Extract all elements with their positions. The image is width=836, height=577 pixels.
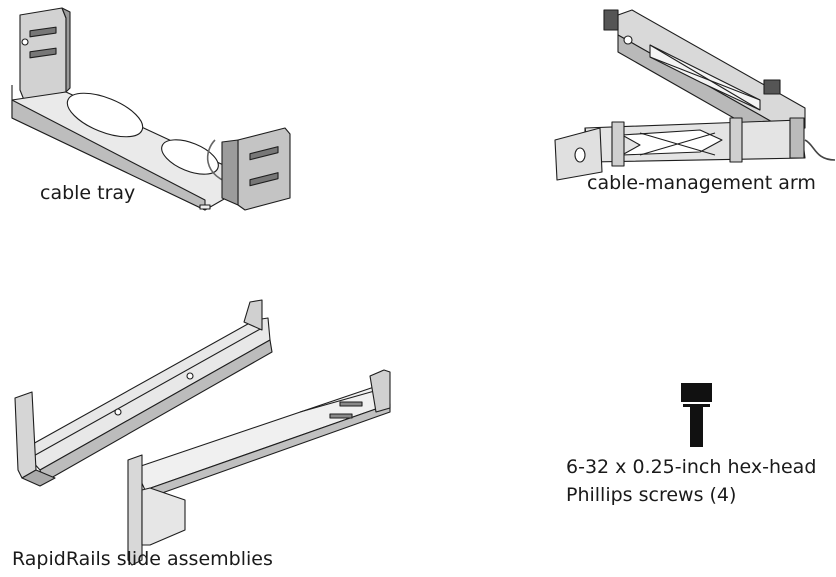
cable-tray-illustration [11,7,291,211]
rapidrails-illustration [14,299,391,566]
hex-head-screw-icon [681,383,712,447]
cable-tray-label: cable tray [40,182,136,204]
cable-management-arm-label: cable-management arm [587,172,816,194]
screws-label-line1: 6-32 x 0.25-inch hex-head [566,456,817,478]
rapidrails-label: RapidRails slide assemblies [12,548,273,570]
screws-label-line2: Phillips screws (4) [566,484,737,506]
cable-management-arm-illustration [554,9,836,181]
